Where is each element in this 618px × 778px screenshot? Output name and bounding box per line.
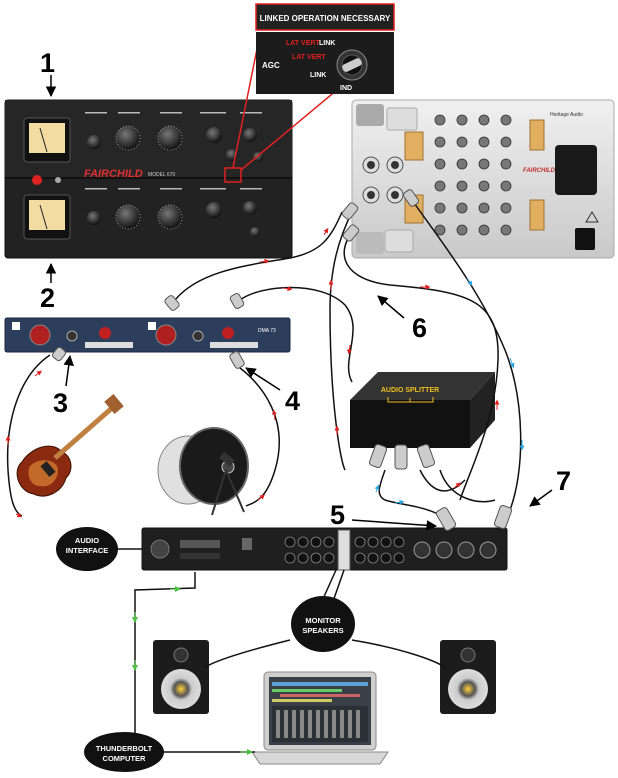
transformer-right-top bbox=[529, 119, 545, 151]
vu-meter-top bbox=[23, 117, 71, 163]
preamp-gain-knob-2[interactable] bbox=[155, 324, 177, 346]
power-transformer bbox=[555, 145, 597, 195]
number-1: 1 bbox=[40, 48, 55, 78]
preamp-logo-right bbox=[148, 322, 156, 330]
power-switch-icon[interactable] bbox=[55, 177, 61, 183]
heritage-fairchild-logo: FAIRCHILD bbox=[523, 168, 556, 174]
preamp-knob-1b[interactable] bbox=[66, 330, 78, 342]
callout-leader-left bbox=[232, 43, 259, 169]
iec-power-inlet bbox=[575, 228, 595, 250]
cable-patchbay-loop-a bbox=[343, 231, 499, 501]
preamp-knob-1c[interactable] bbox=[99, 327, 111, 339]
interface-xlr-inputs bbox=[413, 541, 497, 559]
preamp-switches-2[interactable] bbox=[210, 342, 258, 348]
cable-splitter-out-3 bbox=[439, 469, 496, 503]
link-switch-callout: LINKED OPERATION NECESSARY LAT VERT LINK… bbox=[255, 3, 395, 94]
xlr-jacks bbox=[362, 156, 404, 204]
fairchild-logo: FAIRCHILD bbox=[84, 168, 143, 180]
number-7: 7 bbox=[556, 466, 571, 496]
callout-lat-vert-link-red: LAT VERT bbox=[286, 40, 320, 47]
preamp-logo-left bbox=[12, 322, 20, 330]
callout-header: LINKED OPERATION NECESSARY bbox=[260, 14, 391, 23]
preamp-switches-1[interactable] bbox=[85, 342, 133, 348]
daw-tracks bbox=[272, 682, 368, 742]
interface-jacks bbox=[284, 536, 405, 564]
audio-interface-unit bbox=[141, 527, 508, 571]
kick-drum bbox=[157, 427, 249, 516]
preamp-knob-2c[interactable] bbox=[222, 327, 234, 339]
audio-splitter: AUDIO SPLITTER bbox=[350, 372, 495, 448]
number-5: 5 bbox=[330, 500, 345, 530]
warning-icon bbox=[585, 211, 599, 223]
preamp-gain-knob-1[interactable] bbox=[29, 324, 51, 346]
patch-points bbox=[434, 114, 512, 236]
callout-link: LINK bbox=[310, 72, 326, 79]
cable-to-right-speaker bbox=[351, 639, 447, 669]
cable-splitter-out-2 bbox=[419, 469, 466, 492]
dual-preamp-dma73: DMA 73 bbox=[4, 317, 291, 353]
monitor-speaker-right bbox=[440, 640, 496, 714]
preamp-model: DMA 73 bbox=[258, 328, 276, 334]
heritage-logo: Heritage Audio bbox=[550, 112, 583, 118]
cable-splitter-out-1 bbox=[378, 469, 441, 516]
vu-meter-bottom bbox=[23, 194, 71, 240]
cable-compressor-to-patchbay bbox=[174, 211, 343, 301]
cable-patchbay-loop-b bbox=[329, 211, 353, 471]
number-2: 2 bbox=[40, 283, 55, 313]
callout-lat-vert: LAT VERT bbox=[292, 54, 326, 61]
monitor-speaker-left bbox=[153, 640, 209, 714]
rotary-switch-icon bbox=[336, 49, 368, 81]
cable-patchbay-to-interface bbox=[411, 199, 522, 511]
callout-lat-vert-link-white: LINK bbox=[319, 40, 335, 47]
number-6: 6 bbox=[412, 313, 427, 343]
callout-agc: AGC bbox=[262, 61, 280, 70]
transformer-right-bottom bbox=[529, 199, 545, 231]
cable-preamp-to-splitter bbox=[239, 286, 354, 383]
splitter-title: AUDIO SPLITTER bbox=[381, 387, 439, 394]
callout-ind: IND bbox=[340, 85, 352, 92]
heritage-audio-unit: Heritage Audio FAIRCHILD bbox=[351, 99, 615, 259]
power-lamp bbox=[32, 175, 42, 185]
number-4: 4 bbox=[285, 386, 300, 416]
front-xlr-input bbox=[150, 539, 170, 559]
cable-to-left-speaker bbox=[203, 639, 291, 669]
laptop-daw bbox=[251, 671, 389, 765]
preamp-knob-2b[interactable] bbox=[192, 330, 204, 342]
bass-guitar bbox=[16, 394, 124, 497]
fairchild-compressor: FAIRCHILD MODEL 670 bbox=[4, 99, 293, 259]
cable-kick-mic-to-preamp bbox=[239, 367, 280, 507]
transformer-left-top bbox=[404, 131, 424, 161]
knobs-bottom[interactable] bbox=[87, 201, 260, 237]
monitor-output-highlight bbox=[337, 529, 351, 571]
cable-bass-to-preamp bbox=[6, 354, 51, 517]
number-3: 3 bbox=[53, 388, 68, 418]
fairchild-model: MODEL 670 bbox=[148, 172, 176, 178]
xlr-plugs bbox=[52, 189, 513, 531]
